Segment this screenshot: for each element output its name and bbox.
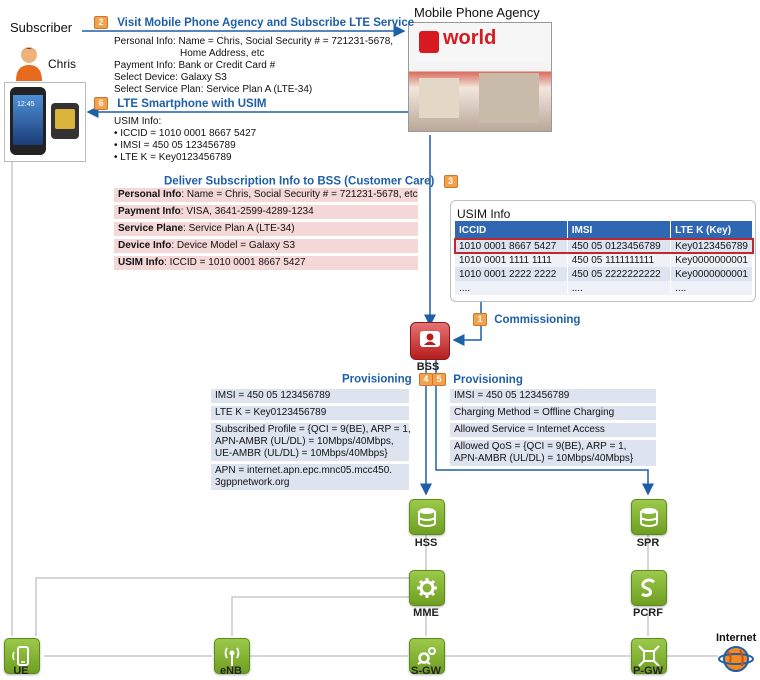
step6-details: USIM Info: • ICCID = 1010 0001 8667 5427… — [114, 116, 256, 164]
router-icon — [638, 645, 660, 667]
step5-row: Allowed QoS = {QCI = 9(BE), ARP = 1,APN-… — [450, 440, 656, 466]
step2-line: Personal Info: Name = Chris, Social Secu… — [114, 36, 394, 47]
step2-badge: 2 — [94, 16, 108, 29]
step3-row: Personal Info: Name = Chris, Social Secu… — [114, 188, 418, 202]
pgw-node — [631, 638, 667, 674]
sgw-node — [409, 638, 445, 674]
step4-info-list: IMSI = 450 05 123456789 LTE K = Key01234… — [211, 389, 411, 493]
usim-col-header: IMSI — [567, 221, 672, 239]
ue-label: UE — [13, 665, 29, 677]
database-icon — [418, 508, 436, 527]
step5-row: Allowed Service = Internet Access — [450, 423, 656, 437]
step4-row: LTE K = Key0123456789 — [211, 406, 409, 420]
step5-header: 5 Provisioning — [432, 373, 523, 386]
step3-header: Deliver Subscription Info to BSS (Custom… — [164, 175, 458, 188]
usim-col-header: LTE K (Key) — [670, 221, 753, 239]
step2-details: Personal Info: Name = Chris, Social Secu… — [114, 36, 393, 96]
step6-badge: 6 — [94, 97, 108, 110]
step1-title: Commissioning — [494, 313, 581, 326]
step4-badge: 4 — [418, 373, 433, 386]
bss-label: BSS — [416, 361, 440, 373]
table-row: .... .... .... — [455, 281, 753, 295]
sgw-label: S-GW — [411, 665, 441, 677]
usim-col-header: ICCID — [455, 221, 568, 239]
pcrf-node — [631, 570, 667, 606]
pgw-label: P-GW — [633, 665, 663, 677]
step6-bullet: • ICCID = 1010 0001 8667 5427 — [114, 128, 257, 139]
policy-icon — [641, 578, 655, 597]
subscriber-name: Chris — [48, 57, 77, 71]
step3-row: Payment Info: VISA, 3641-2599-4289-1234 — [114, 205, 418, 219]
usim-info-panel: USIM Info ICCID IMSI LTE K (Key) 1010 00… — [450, 200, 756, 302]
step2-line: Home Address, etc — [180, 48, 265, 59]
smartphone-image: 12:45 — [4, 82, 86, 162]
step4-row: Subscribed Profile = {QCI = 9(BE), ARP =… — [211, 423, 411, 461]
step3-row: USIM Info: ICCID = 1010 0001 8667 5427 — [114, 256, 418, 270]
internet-label: Internet — [716, 632, 757, 644]
agency-title: Mobile Phone Agency — [414, 5, 540, 20]
gears-icon — [417, 647, 436, 665]
hss-label: HSS — [414, 537, 438, 549]
bss-node — [410, 322, 450, 360]
step1-header: 1 Commissioning — [473, 313, 580, 326]
mobile-phone-icon — [12, 646, 29, 666]
step2-line: Payment Info: Bank or Credit Card # — [114, 60, 276, 71]
step4-header: Provisioning 4 — [342, 373, 433, 386]
person-icon — [16, 47, 42, 81]
ue-node — [4, 638, 40, 674]
table-row: 1010 0001 1111 1111 450 05 1111111111 Ke… — [455, 253, 753, 267]
step6-header: 6 LTE Smartphone with USIM — [94, 97, 267, 110]
arrow-step5-line — [435, 360, 654, 496]
spr-label: SPR — [636, 537, 660, 549]
step5-row: IMSI = 450 05 123456789 — [450, 389, 656, 403]
step2-line: Select Service Plan: Service Plan A (LTE… — [114, 84, 313, 95]
step3-row: Service Plane: Service Plan A (LTE-34) — [114, 222, 418, 236]
step1-badge: 1 — [473, 313, 487, 326]
step4-title: Provisioning — [342, 373, 412, 386]
bss-user-icon — [420, 331, 440, 347]
phone-time: 12:45 — [17, 101, 35, 108]
step5-badge: 5 — [432, 373, 446, 386]
step3-badge: 3 — [443, 175, 458, 188]
database-icon — [640, 508, 658, 527]
enb-node — [214, 638, 250, 674]
step2-line: Select Device: Galaxy S3 — [114, 72, 227, 83]
step2-header: 2 Visit Mobile Phone Agency and Subscrib… — [94, 16, 414, 29]
usim-table: ICCID IMSI LTE K (Key) 1010 0001 8667 54… — [454, 221, 754, 295]
gear-icon — [417, 578, 437, 598]
step5-row: Charging Method = Offline Charging — [450, 406, 656, 420]
store-sign-text: world — [443, 27, 497, 49]
mme-node — [409, 570, 445, 606]
table-row: 1010 0001 2222 2222 450 05 2222222222 Ke… — [455, 267, 753, 281]
step6-bullet: • LTE K = Key0123456789 — [114, 152, 232, 163]
step3-row: Device Info: Device Model = Galaxy S3 — [114, 239, 418, 253]
hss-node — [409, 499, 445, 535]
step6-bullet: • IMSI = 450 05 123456789 — [114, 140, 236, 151]
step5-title: Provisioning — [453, 373, 523, 386]
step2-title: Visit Mobile Phone Agency and Subscribe … — [117, 16, 415, 29]
step4-row: IMSI = 450 05 123456789 — [211, 389, 409, 403]
table-row: 1010 0001 8667 5427 450 05 0123456789 Ke… — [454, 238, 754, 254]
step6-title: LTE Smartphone with USIM — [117, 97, 267, 110]
spr-node — [631, 499, 667, 535]
subscriber-title: Subscriber — [10, 20, 73, 35]
enb-label: eNB — [219, 665, 242, 677]
globe-icon — [718, 646, 754, 672]
mme-label: MME — [413, 607, 439, 619]
agency-store-image: world — [408, 22, 552, 132]
step3-info-list: Personal Info: Name = Chris, Social Secu… — [114, 188, 418, 273]
step3-title: Deliver Subscription Info to BSS (Custom… — [164, 175, 435, 188]
pcrf-label: PCRF — [633, 607, 663, 619]
usim-info-title: USIM Info — [457, 207, 511, 221]
step5-info-list: IMSI = 450 05 123456789 Charging Method … — [450, 389, 656, 469]
step6-intro: USIM Info: — [114, 116, 162, 127]
step4-row: APN = internet.apn.epc.mnc05.mcc450.3gpp… — [211, 464, 409, 490]
antenna-icon — [224, 647, 240, 666]
